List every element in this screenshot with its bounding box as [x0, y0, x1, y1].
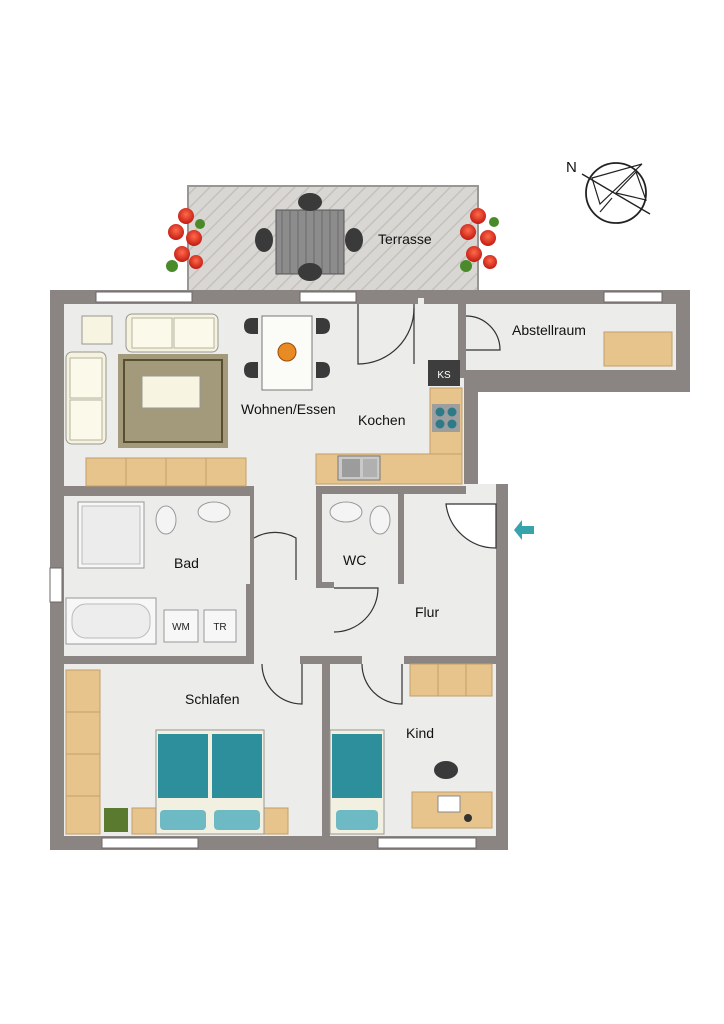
dining-table — [244, 315, 330, 391]
entrance-arrow-icon — [514, 520, 534, 540]
kitchen: KS — [315, 360, 463, 485]
compass-icon: N — [566, 159, 651, 224]
interior-walls — [64, 304, 676, 836]
child-room-furniture — [329, 729, 493, 835]
room-label-wc: WC — [343, 552, 366, 568]
bedroom-furniture — [65, 669, 289, 835]
room-label-kind: Kind — [406, 725, 434, 741]
hall-wardrobe — [409, 663, 493, 697]
toilet-icon — [369, 505, 391, 535]
room-label-flur: Flur — [415, 604, 439, 620]
flower-pot-icon — [460, 208, 499, 272]
storage-shelf — [603, 331, 673, 367]
terrace-table — [255, 193, 363, 281]
windows — [49, 291, 663, 849]
compass-north-label: N — [566, 159, 577, 176]
room-label-kochen: Kochen — [358, 412, 405, 428]
bathtub-icon — [65, 597, 157, 645]
dryer-label: TR — [213, 622, 226, 633]
room-label-abstellraum: Abstellraum — [512, 322, 586, 338]
room-label-wohnen: Wohnen/Essen — [241, 401, 336, 417]
shower-icon — [77, 501, 145, 569]
sink-icon — [329, 501, 363, 523]
room-label-terrasse: Terrasse — [378, 231, 432, 247]
sink-icon — [337, 455, 381, 481]
wc-fixtures — [329, 501, 391, 535]
room-label-schlafen: Schlafen — [185, 691, 239, 707]
doors — [253, 304, 501, 705]
flower-pot-icon — [166, 208, 205, 272]
room-labels: Terrasse Abstellraum Wohnen/Essen Kochen… — [174, 231, 586, 741]
washer-label: WM — [172, 622, 190, 633]
stove-icon — [432, 404, 460, 432]
bathroom-fixtures: WM TR — [65, 501, 237, 645]
sink-icon — [197, 501, 231, 523]
room-label-bad: Bad — [174, 555, 199, 571]
fridge-label: KS — [437, 370, 451, 381]
toilet-icon — [155, 505, 177, 535]
living-furniture — [65, 313, 247, 487]
